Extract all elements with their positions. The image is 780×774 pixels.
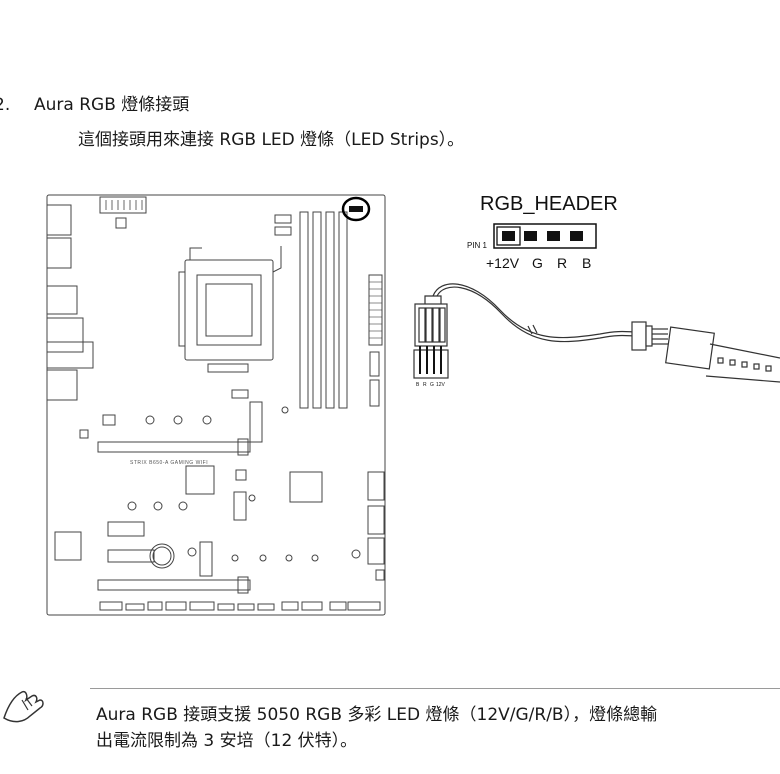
pin-label-r: R: [557, 255, 567, 271]
note-divider: [90, 688, 780, 689]
header-title: RGB_HEADER: [480, 193, 618, 215]
pin-label-b: B: [582, 255, 591, 271]
header-pin-box: [493, 223, 597, 249]
motherboard-illustration: [46, 194, 386, 616]
rgb-header-diagram: STRIX B650-A GAMING WIFI RGB_HEADER PIN …: [46, 193, 780, 616]
section-title-text: Aura RGB 燈條接頭: [34, 95, 190, 115]
section-heading: 2. Aura RGB 燈條接頭: [0, 90, 189, 115]
intro-text: 這個接頭用來連接 RGB LED 燈條（LED Strips）。: [78, 130, 465, 150]
rgb-cable-illustration: [413, 283, 780, 383]
connector-pin-label-r: R: [423, 382, 427, 388]
note-line-1: Aura RGB 接頭支援 5050 RGB 多彩 LED 燈條（12V/G/R…: [96, 705, 658, 725]
section-number: 2.: [0, 95, 11, 115]
connector-pin-label-b: B: [416, 382, 420, 388]
note-text: Aura RGB 接頭支援 5050 RGB 多彩 LED 燈條（12V/G/R…: [96, 702, 657, 754]
connector-pin-label-12v: 12V: [436, 382, 446, 388]
pin-label-g: G: [532, 255, 543, 271]
note-hand-icon: [3, 690, 44, 723]
connector-pin-label-g: G: [430, 382, 434, 388]
board-silkscreen: STRIX B650-A GAMING WIFI: [130, 460, 208, 466]
note-line-2: 出電流限制為 3 安培（12 伏特）。: [96, 731, 358, 751]
pin-label-12v: +12V: [486, 255, 520, 271]
pin1-label: PIN 1: [467, 241, 488, 250]
rgb-header-location-marker: [341, 196, 371, 222]
